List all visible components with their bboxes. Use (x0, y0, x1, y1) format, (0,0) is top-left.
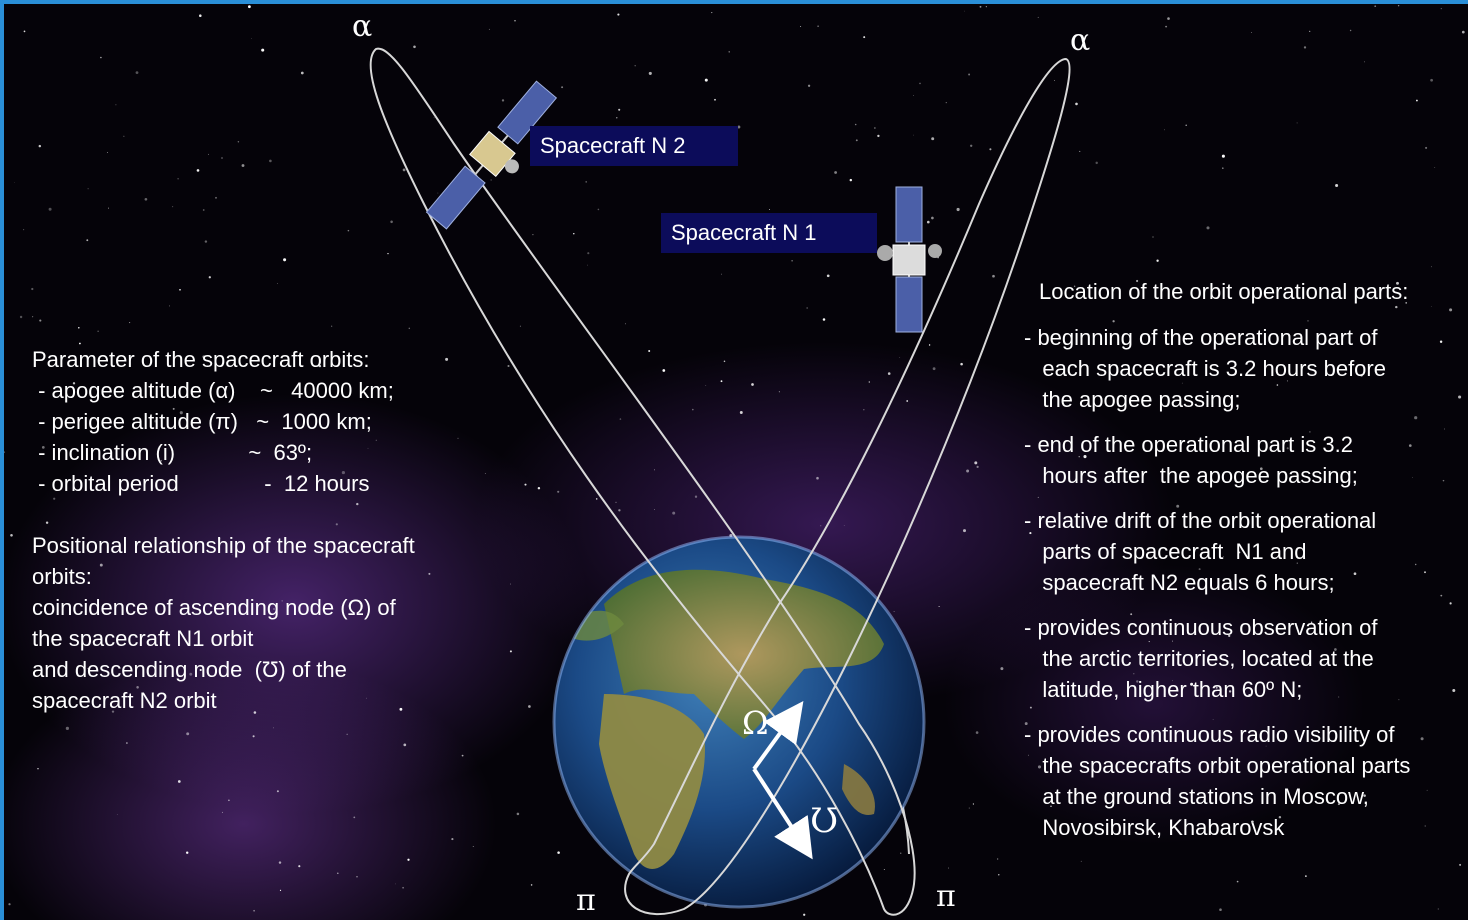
perigee-label-n2: π (936, 879, 956, 914)
location-title: Location of the orbit operational parts: (1039, 279, 1409, 304)
orbit-n2 (369, 47, 916, 916)
parameter-line: - apogee altitude (α) ~ 40000 km; (32, 378, 394, 403)
earth (552, 535, 926, 909)
location-item-line: the apogee passing; (1024, 387, 1241, 412)
relationship-line: Positional relationship of the spacecraf… (32, 533, 415, 558)
location-item-line: - provides continuous radio visibility o… (1024, 722, 1395, 747)
orbit-scene (4, 4, 1465, 916)
location-item-line: - end of the operational part is 3.2 (1024, 432, 1353, 457)
location-item-line: hours after the apogee passing; (1024, 463, 1358, 488)
ascending-node-arrow (752, 701, 804, 771)
location-item-line: spacecraft N2 equals 6 hours; (1024, 570, 1335, 595)
location-item-line: parts of spacecraft N1 and (1024, 539, 1307, 564)
relationship-line: coincidence of ascending node (Ω) of (32, 595, 396, 620)
parameter-line: - perigee altitude (π) ~ 1000 km; (32, 409, 372, 434)
parameter-line: - inclination (i) ~ 63º; (32, 440, 313, 465)
location-item-line: the arctic territories, located at the (1024, 646, 1374, 671)
descending-node-symbol: Ʊ (810, 801, 839, 841)
relationship-line: orbits: (32, 564, 92, 589)
location-item-line: - relative drift of the orbit operationa… (1024, 508, 1377, 533)
apogee-label-n2: α (352, 9, 373, 44)
spacecraft-n1-icon (877, 186, 942, 333)
location-item-line: latitude, higher than 60º N; (1024, 677, 1303, 702)
location-item-line: the spacecrafts orbit operational parts (1024, 753, 1411, 778)
location-item-line: Novosibirsk, Khabarovsk (1024, 815, 1285, 840)
location-item-line: at the ground stations in Moscow, (1024, 784, 1369, 809)
spacecraft-n2-label: Spacecraft N 2 (530, 126, 738, 166)
relationship-line: spacecraft N2 orbit (32, 688, 217, 713)
location-item-line: - beginning of the operational part of (1024, 325, 1378, 350)
parameters-title: Parameter of the spacecraft orbits: (32, 347, 370, 372)
starfield (4, 4, 1465, 916)
location-item-line: each spacecraft is 3.2 hours before (1024, 356, 1386, 381)
perigee-label-n1: π (576, 883, 596, 918)
apogee-label-n1: α (1070, 23, 1091, 58)
relationship-line: and descending node (Ʊ) of the (32, 657, 347, 682)
descending-node-arrow (752, 767, 813, 860)
location-item-line: - provides continuous observation of (1024, 615, 1378, 640)
ascending-node-symbol: Ω (742, 704, 769, 742)
relationship-line: the spacecraft N1 orbit (32, 626, 254, 651)
orbit-n1 (624, 57, 1071, 915)
spacecraft-n2-icon (425, 80, 558, 230)
spacecraft-n1-label: Spacecraft N 1 (661, 213, 877, 253)
parameter-line: - orbital period - 12 hours (32, 471, 370, 496)
